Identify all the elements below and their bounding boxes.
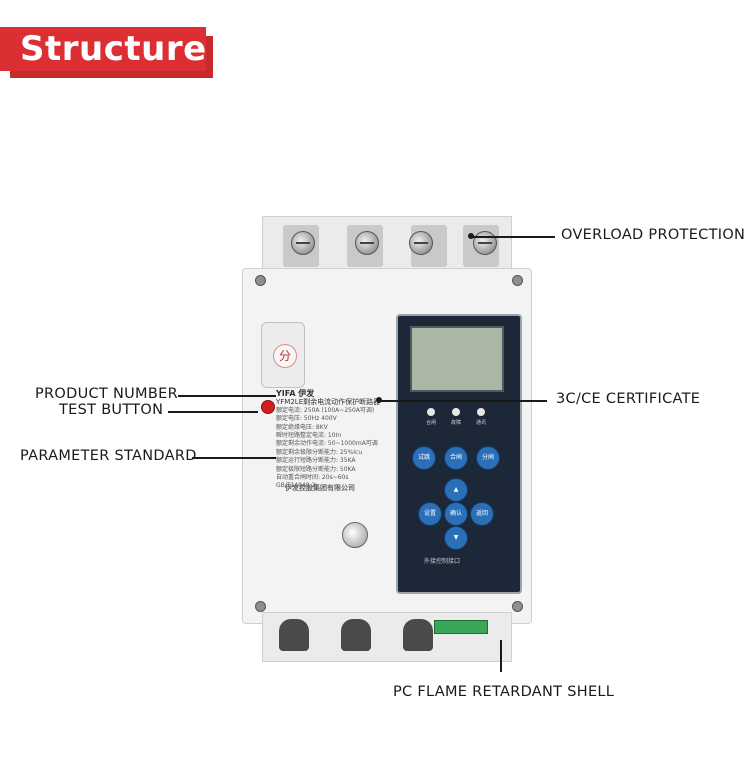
header-banner — [0, 27, 206, 71]
nameplate: YIFA 伊发 YFM2LE剩余电流动作保护断路器 额定电流: 250A (10… — [276, 389, 394, 490]
plate-line: 额定运行短路分断能力: 35KA — [276, 457, 356, 465]
corner-screw — [255, 275, 266, 286]
confirm-key[interactable]: 确认 — [444, 502, 468, 526]
bottom-terminal-hole — [403, 619, 433, 651]
plate-line: 瞬时短路整定电流: 10In — [276, 432, 342, 440]
green-terminal-connector — [434, 620, 488, 634]
callout-line — [168, 411, 258, 413]
up-arrow-icon[interactable]: ▲ — [444, 478, 468, 502]
test-button[interactable] — [261, 400, 275, 414]
adjust-knob[interactable] — [342, 522, 368, 548]
plate-line: 额定绝缘电压: 8KV — [276, 423, 328, 431]
terminal-screw — [291, 231, 315, 255]
corner-screw — [255, 601, 266, 612]
indicator-label: 通讯 — [475, 420, 486, 426]
callout-line — [192, 457, 276, 459]
callout-line — [379, 400, 547, 402]
company-name: 伊发控股集团有限公司 — [285, 484, 355, 492]
shell-label: PC FLAME RETARDANT SHELL — [393, 684, 615, 700]
callout-line — [500, 640, 502, 672]
terminal-screw — [409, 231, 433, 255]
indicator-label: 故障 — [450, 420, 461, 426]
parameter-standard-label: PARAMETER STANDARD — [20, 448, 197, 464]
indicator-led — [452, 408, 460, 416]
corner-screw — [512, 275, 523, 286]
terminal-screw — [473, 231, 497, 255]
test-trip-key[interactable]: 试跳 — [412, 446, 436, 470]
indicator-led — [477, 408, 485, 416]
overload-protection-label: OVERLOAD PROTECTION — [561, 227, 746, 243]
open-key[interactable]: 分闸 — [476, 446, 500, 470]
bottom-terminal-hole — [279, 619, 309, 651]
indicator-led — [427, 408, 435, 416]
back-key[interactable]: 返回 — [470, 502, 494, 526]
plate-line: 额定剩余动作电流: 50~1000mA可调 — [276, 440, 378, 448]
plate-line: 额定电流: 250A (100A~250A可调) — [276, 406, 375, 414]
top-terminal-block — [262, 216, 512, 278]
page-title: Structure — [20, 29, 207, 69]
test-button-label: TEST BUTTON — [59, 402, 164, 418]
close-key[interactable]: 合闸 — [444, 446, 468, 470]
plate-line: 额定剩余极限分断能力: 25%Icu — [276, 448, 363, 456]
corner-screw — [512, 601, 523, 612]
bottom-terminal-hole — [341, 619, 371, 651]
set-key[interactable]: 设置 — [418, 502, 442, 526]
plate-line: GB/T14048.2 — [276, 482, 316, 490]
lcd-display — [410, 326, 504, 392]
product-number-label: PRODUCT NUMBER — [35, 386, 178, 402]
terminal-screw — [355, 231, 379, 255]
brand-logo: YIFA 伊发 — [276, 389, 315, 398]
plate-line: 额定极限短路分断能力: 50KA — [276, 465, 356, 473]
down-arrow-icon[interactable]: ▼ — [444, 526, 468, 550]
callout-line — [471, 236, 555, 238]
certificate-label: 3C/CE CERTIFICATE — [556, 391, 701, 407]
plate-line: 自动重合闸时间: 20s~60s — [276, 474, 349, 482]
fen-indicator: 分 — [273, 344, 297, 368]
callout-line — [178, 395, 276, 397]
indicator-label: 合闸 — [425, 420, 436, 426]
model-title: YFM2LE剩余电流动作保护断路器 — [276, 398, 381, 407]
external-interface-label: 外接控制接口 — [424, 558, 461, 565]
plate-line: 额定电压: 50Hz 400V — [276, 415, 337, 423]
